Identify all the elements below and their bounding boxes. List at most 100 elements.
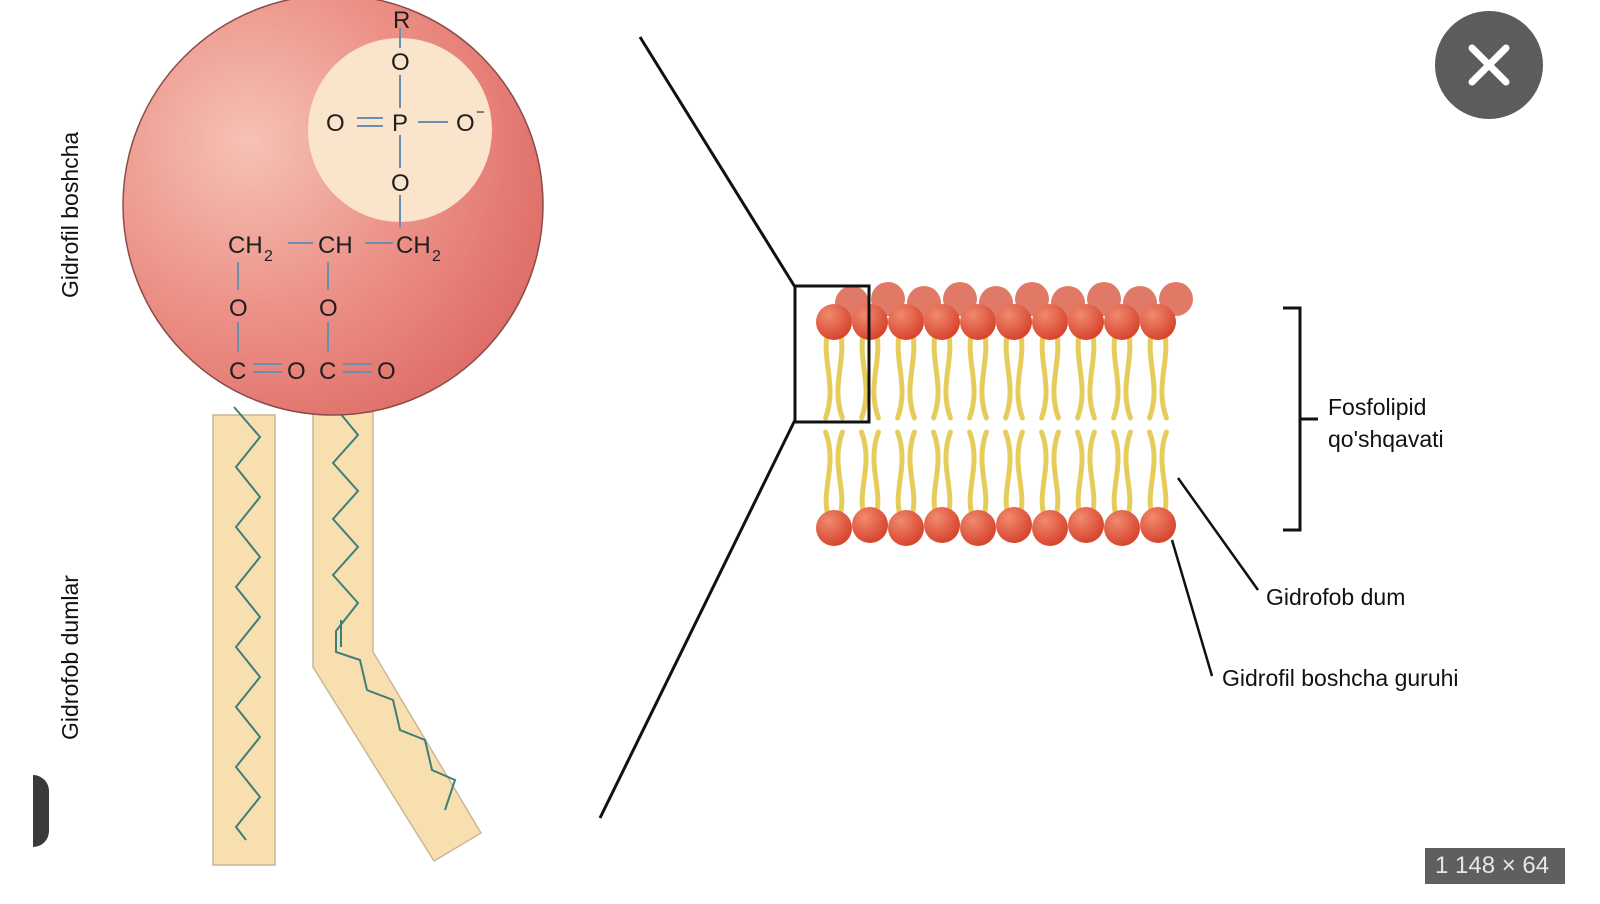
bilayer-head-bottom (1104, 510, 1140, 546)
bilayer-tail (1003, 327, 1013, 421)
subscript-label: 2 (432, 248, 441, 265)
zoom-line-bottom (598, 419, 797, 819)
oxygen-label: O (229, 295, 248, 322)
bilayer-tail (1147, 429, 1157, 518)
tail-pointer (1176, 477, 1260, 591)
bilayer-tail (1159, 429, 1169, 518)
bilayer-tail (1075, 327, 1085, 421)
bilayer-head-bottom (1068, 507, 1104, 543)
bilayer-tail (943, 327, 953, 421)
saturated-zigzag (233, 406, 262, 841)
bilayer-tail (895, 327, 905, 421)
oxygen-label: O (319, 295, 338, 322)
bilayer-head-top (924, 304, 960, 340)
bilayer-bracket (1283, 306, 1302, 532)
phospholipid-bilayer (816, 282, 1193, 546)
bilayer-tail (967, 429, 977, 518)
prev-arrow-icon[interactable] (33, 775, 49, 847)
oxygen-label: O (377, 358, 396, 385)
bilayer-tail (871, 327, 881, 421)
unsaturated-zigzag (331, 406, 457, 811)
bilayer-head-bottom (996, 507, 1032, 543)
subscript-label: 2 (264, 248, 273, 265)
chemical-bonds (237, 28, 448, 373)
bilayer-tail (1015, 327, 1025, 421)
bilayer-tail (943, 429, 953, 518)
oxygen-label: O (326, 110, 345, 137)
charge-label: − (476, 104, 485, 121)
bilayer-tail (907, 327, 917, 421)
ch2-label: CH (228, 232, 263, 259)
bilayer-tail (979, 429, 989, 518)
carbon-label: C (229, 358, 246, 385)
hydrophobic-tail-label: Gidrofob dum (1266, 584, 1405, 610)
bilayer-tail (859, 429, 869, 518)
image-size-badge: 1 148 × 64 (1425, 848, 1565, 884)
bilayer-tail (1159, 327, 1169, 421)
phosphorus-label: P (392, 110, 408, 137)
bilayer-tail (871, 429, 881, 518)
bilayer-tail (907, 429, 917, 518)
bilayer-tail (823, 327, 833, 421)
ch-label: CH (318, 232, 353, 259)
bilayer-tail (979, 327, 989, 421)
bilayer-head-top (1104, 304, 1140, 340)
bilayer-tail (1111, 429, 1121, 518)
bilayer-tail (859, 327, 869, 421)
carbon-label: C (319, 358, 336, 385)
bilayer-head-bottom (816, 510, 852, 546)
zoom-line-top (638, 36, 797, 288)
unsaturated-tail (312, 411, 483, 863)
bilayer-head-top (1140, 304, 1176, 340)
bilayer-tail (931, 429, 941, 518)
head-pointer (1170, 539, 1214, 677)
bilayer-head-bottom (852, 507, 888, 543)
hydrophobic-tails-label: Gidrofob dumlar (57, 575, 83, 740)
bilayer-tail (1075, 429, 1085, 518)
bilayer-tail (1087, 429, 1097, 518)
saturated-tail (212, 414, 276, 866)
oxygen-label: O (287, 358, 306, 385)
hydrophilic-head (122, 0, 544, 416)
bilayer-head-bottom (888, 510, 924, 546)
bilayer-label-line2: qo'shqavati (1328, 426, 1444, 452)
bilayer-tail (1015, 429, 1025, 518)
bilayer-tail (1123, 327, 1133, 421)
phosphate-group (308, 38, 492, 222)
bilayer-head-bottom (960, 510, 996, 546)
bilayer-tail (1051, 327, 1061, 421)
bilayer-head-top (888, 304, 924, 340)
r-group-label: R (393, 7, 410, 34)
bilayer-head-top (1068, 304, 1104, 340)
bilayer-head-bottom (924, 507, 960, 543)
hydrophobic-tails (212, 406, 483, 866)
bilayer-head-top (960, 304, 996, 340)
bilayer-tail (1087, 327, 1097, 421)
bilayer-tail (895, 429, 905, 518)
bilayer-head-bottom (1032, 510, 1068, 546)
bilayer-label-line1: Fosfolipid (1328, 394, 1426, 420)
close-icon (1468, 44, 1510, 86)
bilayer-tail (1039, 327, 1049, 421)
bilayer-head-top (996, 304, 1032, 340)
bilayer-tail (1111, 327, 1121, 421)
oxygen-label: O (391, 49, 410, 76)
bilayer-tail (835, 327, 845, 421)
ch2-label: CH (396, 232, 431, 259)
bilayer-tail (823, 429, 833, 518)
bilayer-tail (931, 327, 941, 421)
bilayer-head-top (1032, 304, 1068, 340)
close-button[interactable] (1435, 11, 1543, 119)
oxygen-label: O (391, 170, 410, 197)
bilayer-head-bottom (1140, 507, 1176, 543)
oxygen-minus-label: O (456, 110, 475, 137)
hydrophilic-head-label: Gidrofil boshcha (57, 132, 83, 298)
bilayer-head-top (816, 304, 852, 340)
hydrophilic-head-group-label: Gidrofil boshcha guruhi (1222, 665, 1459, 691)
bilayer-tail (1051, 429, 1061, 518)
bilayer-tail (835, 429, 845, 518)
zoom-box (793, 284, 871, 424)
bilayer-tail (1123, 429, 1133, 518)
bilayer-tail (967, 327, 977, 421)
